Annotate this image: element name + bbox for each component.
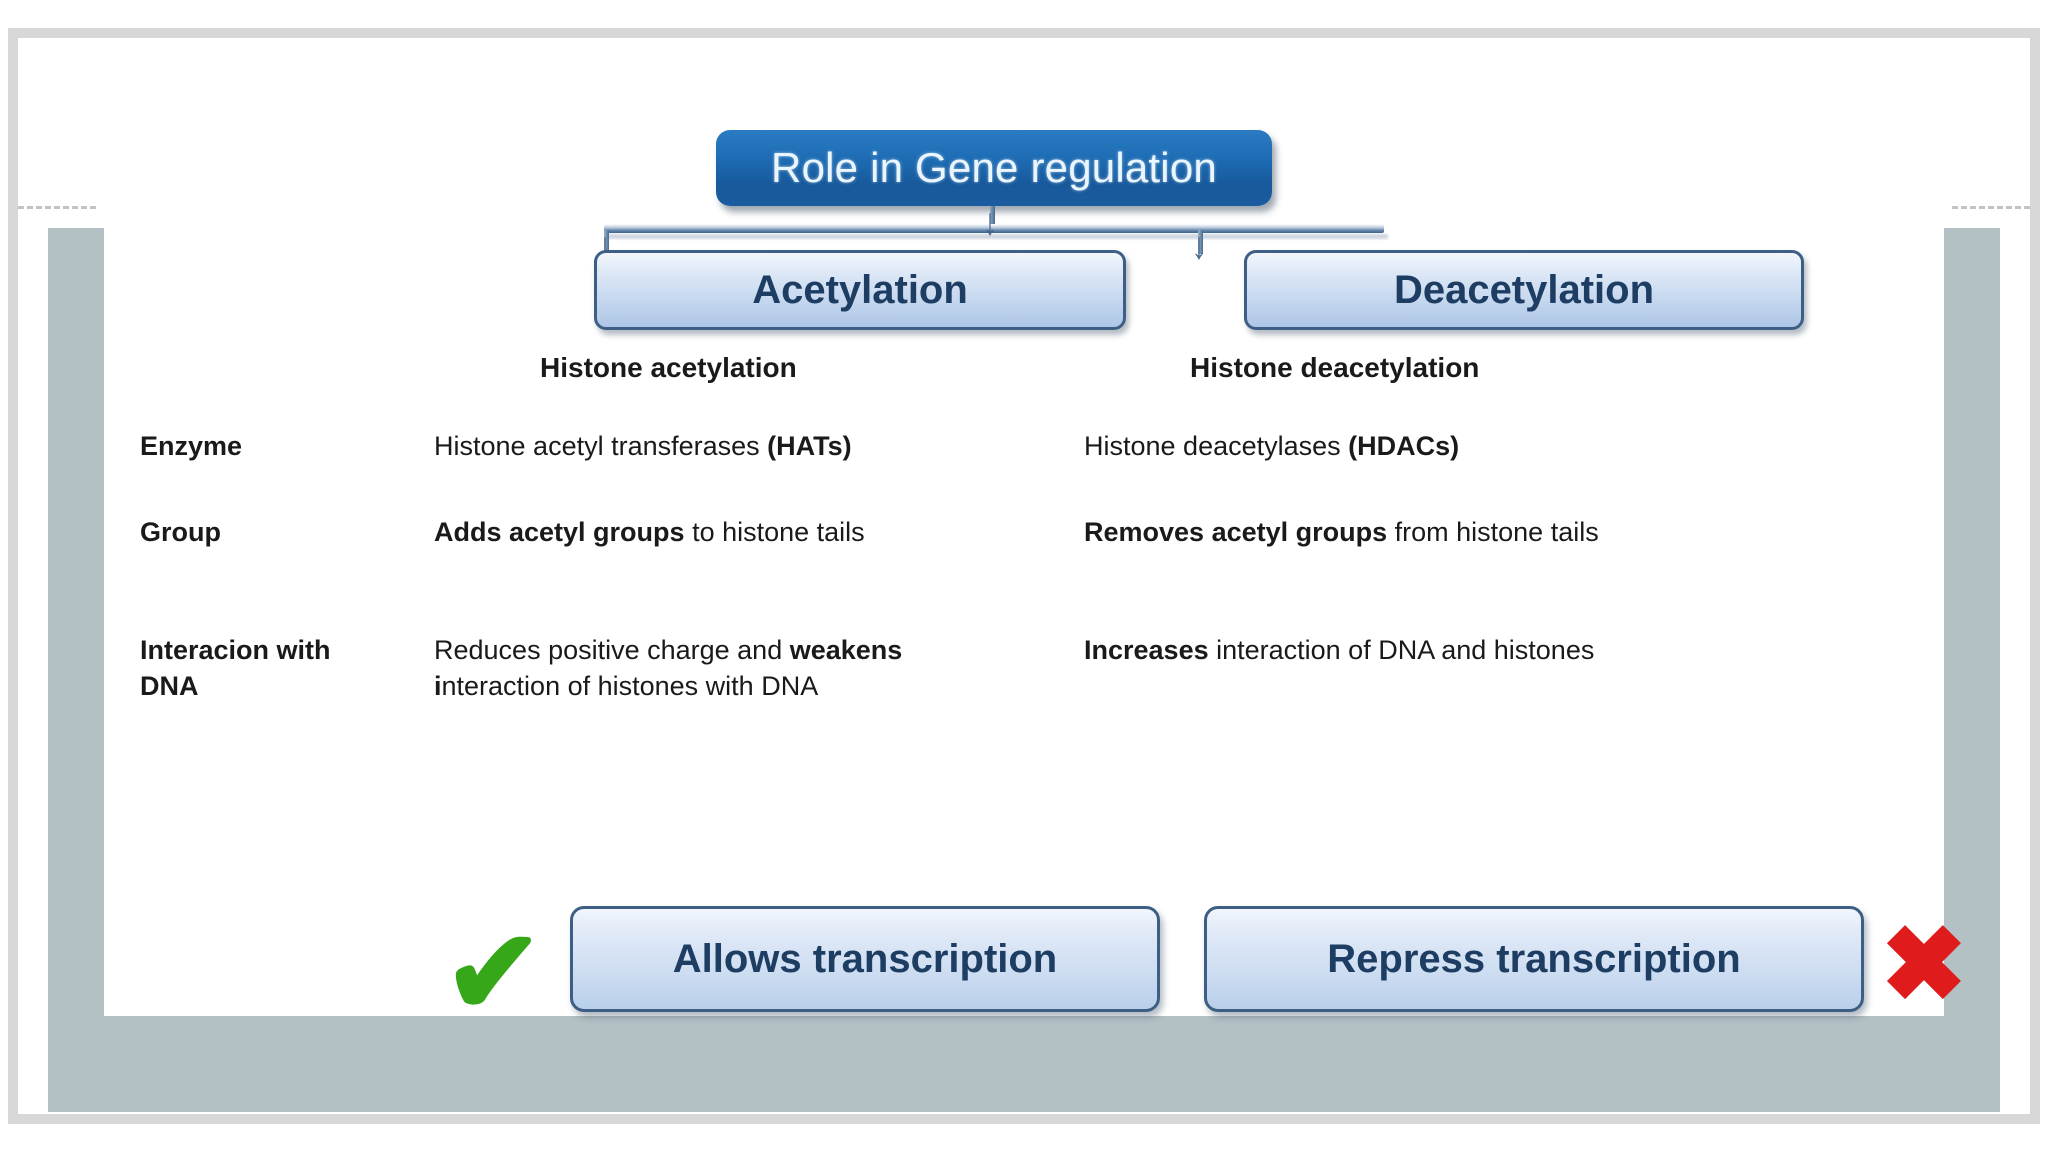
cell-text-plain-pre: Histone acetyl transferases [434,431,768,461]
conclusion-box-allows-transcription: Allows transcription [570,906,1160,1012]
bottom-panel [48,1016,2000,1112]
table-subheader-deacetylation: Histone deacetylation [1190,352,1480,383]
row-cell-deacetylation: Histone deacetylases (HDACs) [1084,428,1704,464]
connector-drop-left [604,230,609,254]
row-cell-acetylation: Reduces positive charge and weakens inte… [434,632,954,704]
cell-text-bold: weakens i [434,635,903,701]
guide-line-right [1952,206,2030,209]
connector-bar [604,224,1384,233]
guide-line-left [18,206,96,209]
frame-border-right [2030,28,2040,1124]
side-panel-left [48,228,104,1058]
frame-border-left [8,28,18,1124]
row-cell-acetylation: Histone acetyl transferases (HATs) [434,428,954,464]
cell-text-bold: Removes acetyl groups [1084,517,1388,547]
frame-border-top [8,28,2040,38]
cell-text-bold: Adds acetyl groups [434,517,685,547]
row-cell-deacetylation: Increases interaction of DNA and histone… [1084,632,1704,668]
cell-text-bold: (HDACs) [1348,431,1460,461]
connector-drop-right [1198,230,1203,254]
cell-text-plain-post: to histone tails [684,517,865,547]
cell-text-plain-pre: Reduces positive charge and [434,635,790,665]
branch-label-acetylation: Acetylation [752,267,968,312]
side-panel-right [1944,228,2000,1058]
branch-box-acetylation: Acetylation [594,250,1126,330]
arrow-down-icon-right: ↓ [1191,225,1207,267]
diagram-title-box: Role in Gene regulation [716,130,1272,206]
conclusion-box-repress-transcription: Repress transcription [1204,906,1864,1012]
branch-label-deacetylation: Deacetylation [1393,267,1655,312]
cell-text-bold: (HATs) [767,431,852,461]
conclusion-label-repress: Repress transcription [1327,936,1741,981]
row-cell-deacetylation: Removes acetyl groups from histone tails [1084,514,1704,550]
row-label: Interacion with DNA [140,635,331,701]
row-label: Enzyme [140,431,243,461]
diagram-stage: Role in Gene regulation ↓ ↓ ↓ Acetylatio… [104,38,1968,1032]
table-subheader-acetylation: Histone acetylation [540,352,797,383]
cell-text-plain-post: nteraction of histones with DNA [441,671,819,701]
diagram-title-label: Role in Gene regulation [771,144,1217,191]
comparison-table: Histone acetylation Histone deacetylatio… [104,350,1944,890]
cell-text-plain-pre: Histone deacetylases [1084,431,1349,461]
cell-text-bold: Increases [1084,635,1209,665]
connector-bar-shadow [608,234,1388,239]
conclusion-label-allows: Allows transcription [672,936,1058,981]
cell-text-plain-post: from histone tails [1387,517,1599,547]
row-label: Group [140,517,221,547]
arrow-down-icon-center: ↓ [982,201,998,243]
cross-mark-icon: ✖ [1880,907,1968,1023]
connector-stub-center [990,206,995,228]
check-mark-icon: ✔ [444,907,543,1039]
row-cell-acetylation: Adds acetyl groups to histone tails [434,514,954,550]
branch-box-deacetylation: Deacetylation [1244,250,1804,330]
frame-border-bottom [8,1114,2040,1124]
cell-text-plain-post: interaction of DNA and histones [1208,635,1595,665]
